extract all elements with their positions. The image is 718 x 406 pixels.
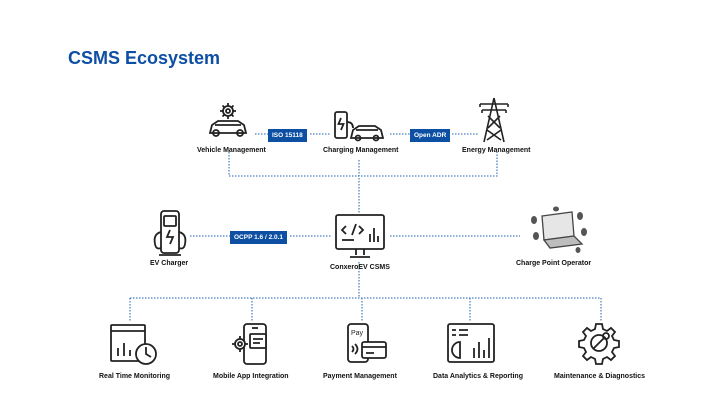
- ocpp-badge: OCPP 1.6 / 2.0.1: [230, 231, 288, 244]
- analytics-dashboard-icon: [447, 323, 495, 363]
- vehicle-management-node: [198, 100, 258, 142]
- maintenance-node: [574, 320, 624, 366]
- energy-management-label: Energy Management: [462, 147, 531, 154]
- laptop-cloud-icon: [531, 206, 587, 253]
- ev-charger-label: EV Charger: [150, 260, 189, 267]
- monitoring-clock-icon: [110, 324, 157, 365]
- data-analytics-node: [446, 322, 496, 366]
- payment-management-node: Pay: [342, 322, 388, 366]
- wrench-gear-icon: [578, 323, 620, 365]
- bottom-label-1: Mobile App Integration: [213, 373, 289, 380]
- csms-label: ConxeroEV CSMS: [330, 264, 390, 271]
- charging-management-label: Charging Management: [323, 147, 399, 154]
- bottom-label-3: Data Analytics & Reporting: [433, 373, 523, 380]
- charging-management-node: [328, 108, 392, 144]
- bottom-label-2: Payment Management: [323, 373, 397, 380]
- iso-15118-badge: ISO 15118: [268, 129, 307, 142]
- payment-card-icon: Pay: [347, 323, 387, 363]
- open-adr-badge: Open ADR: [410, 129, 451, 142]
- real-time-monitoring-node: [108, 322, 158, 366]
- power-tower-icon: [479, 97, 509, 143]
- page-title: CSMS Ecosystem: [68, 48, 221, 68]
- energy-management-node: [474, 96, 514, 144]
- monitor-code-icon: [335, 214, 385, 258]
- mobile-app-integration-node: [230, 322, 276, 366]
- bottom-label-0: Real Time Monitoring: [99, 373, 171, 380]
- ev-charger-icon: [153, 210, 187, 256]
- svg-text:Pay: Pay: [351, 330, 364, 337]
- vehicle-management-label: Vehicle Management: [197, 147, 266, 154]
- bottom-label-4: Maintenance & Diagnostics: [554, 373, 646, 380]
- csms-node: [332, 212, 388, 260]
- charging-station-car-icon: [334, 111, 385, 142]
- mobile-app-icon: [232, 323, 267, 365]
- ev-charger-node: [148, 208, 192, 258]
- charge-point-operator-node: [528, 206, 588, 254]
- car-gear-icon: [208, 103, 248, 137]
- charge-point-operator-label: Charge Point Operator: [516, 260, 592, 267]
